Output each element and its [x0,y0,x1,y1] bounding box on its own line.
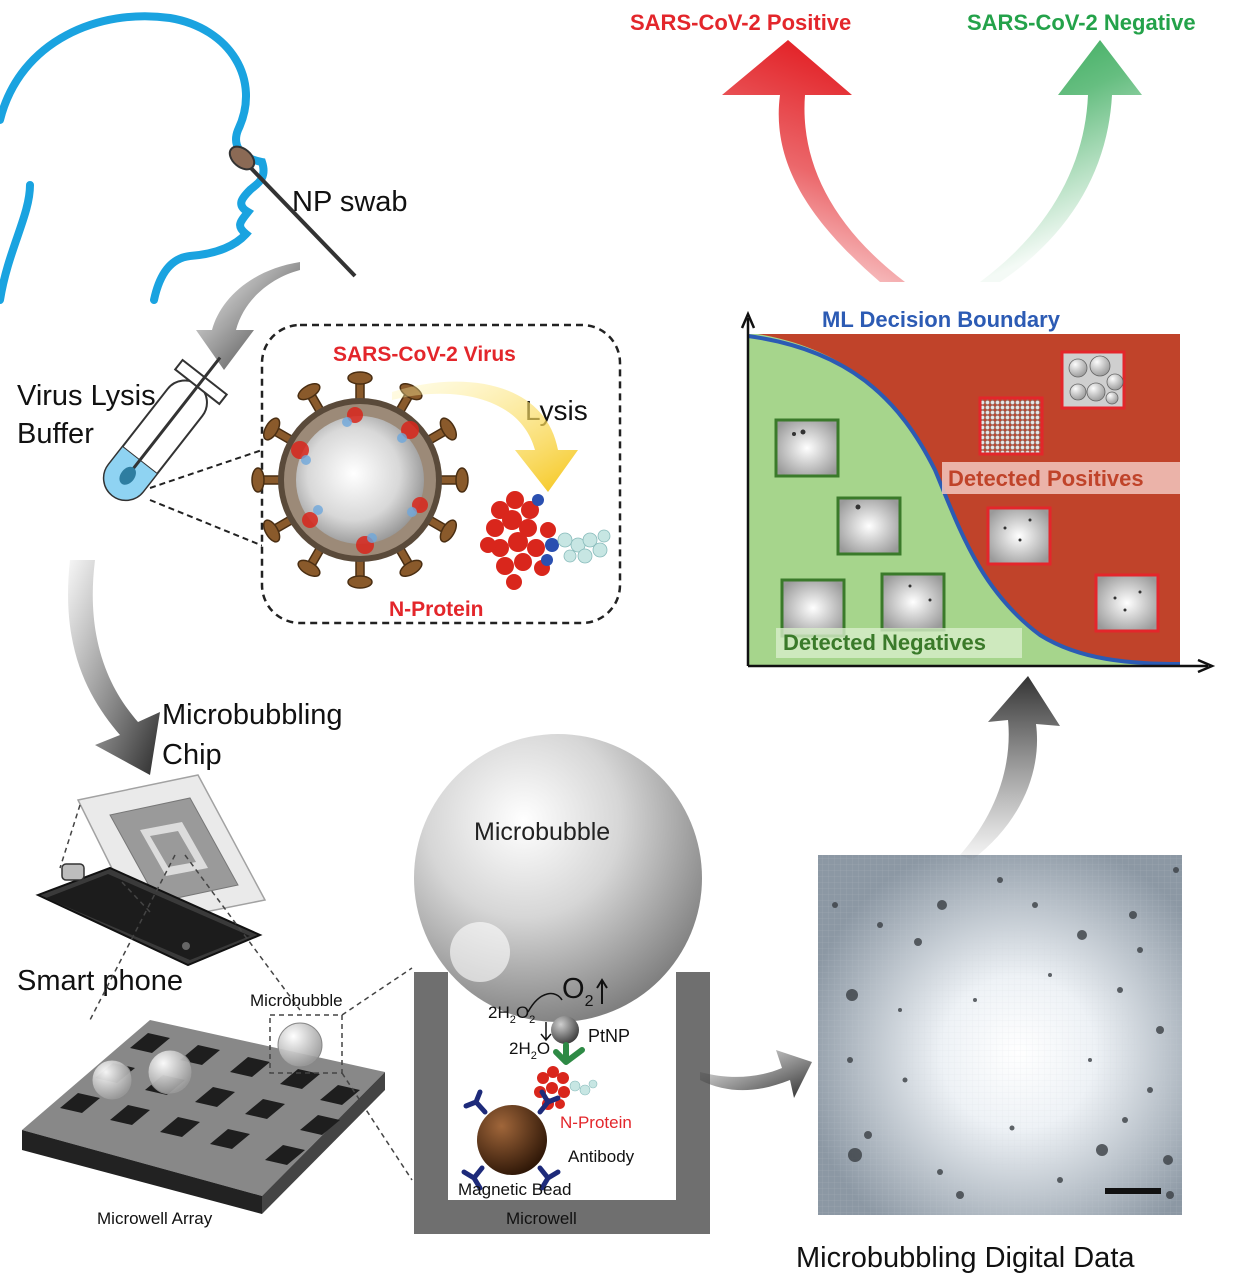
microbubbling-chip-label-line1: Microbubbling [162,699,343,731]
positive-outcome-arrow [722,40,905,282]
capture-antibodies [461,1089,561,1191]
chip-to-phone-dash-right [119,879,151,913]
sars-virus-label: SARS-CoV-2 Virus [333,343,516,366]
flow-arrow-tube-to-chip [68,560,160,775]
ml-boundary-label: ML Decision Boundary [822,307,1061,332]
ptnp-label: PtNP [588,1026,630,1046]
lysis-arrow [392,381,578,492]
o2-up-arrow [596,978,608,1004]
microwell-label: Microwell [506,1209,577,1228]
scale-bar-icon [1105,1188,1161,1194]
nasopharyngeal-swab-icon [228,145,357,278]
positive-region [758,334,1180,664]
magnetic-bead-icon [477,1105,547,1175]
inset-callout-line-top [149,447,269,489]
reaction-h2o: 2H2O [509,1039,550,1062]
n-protein-inset-label: N-Protein [389,598,484,621]
n-protein-molecule-icon [480,491,611,590]
reaction-curve-arrow [527,992,563,1013]
detection-antibody-icon [553,1042,585,1065]
smartphone-icon [35,863,263,967]
negative-outcome-label: SARS-CoV-2 Negative [967,10,1196,35]
positive-outcome-label: SARS-CoV-2 Positive [630,10,851,35]
np-swab-label: NP swab [292,186,408,218]
microwell-array-icon [22,1014,385,1214]
microwell-detail [414,972,710,1234]
microwell-array-label: Microwell Array [97,1209,213,1228]
digital-data-label: Microbubbling Digital Data [796,1242,1135,1274]
reaction-h2o2: 2H2O2 [488,1003,535,1026]
detected-negatives-label: Detected Negatives [783,630,986,655]
ml-decision-plot [740,310,1216,674]
n-protein-well-label: N-Protein [560,1113,632,1132]
virus-lysis-label-line1: Virus Lysis [17,380,156,412]
antibody-label: Antibody [568,1147,635,1166]
reaction-o2: O2 [562,973,594,1010]
array-to-well-dash-bottom [341,1072,413,1181]
chip-to-array-dash-left [89,854,176,1021]
ml-decision-boundary-curve [747,334,1181,666]
inset-callout-line-bottom [149,499,269,549]
flow-arrow-well-to-data [700,1050,812,1098]
detected-positives-label: Detected Positives [948,466,1144,491]
reaction-down-arrow [540,1022,552,1042]
microbubble-sphere-icon [414,734,702,1022]
array-to-well-dash-top [341,967,413,1016]
microbubble-big-label: Microbubble [474,818,610,846]
lysis-tube-icon [102,356,229,502]
head-profile-outline-icon [0,12,268,304]
microbubbling-chip-label-line2: Chip [162,739,222,771]
negative-outcome-arrow [980,40,1142,282]
smart-phone-label: Smart phone [17,965,183,997]
digital-data-image [818,855,1182,1215]
magnetic-bead-label: Magnetic Bead [458,1180,571,1199]
flow-arrow-data-to-plot [960,676,1060,860]
virus-lysis-label-line2: Buffer [17,418,94,450]
microbubble-array-label: Microbubble [250,991,343,1010]
n-protein-well-molecule [534,1066,598,1110]
chip-to-phone-dash-left [59,804,81,869]
flow-arrow-swab-to-tube [196,262,300,370]
platinum-nanoparticle-icon [551,1016,579,1044]
